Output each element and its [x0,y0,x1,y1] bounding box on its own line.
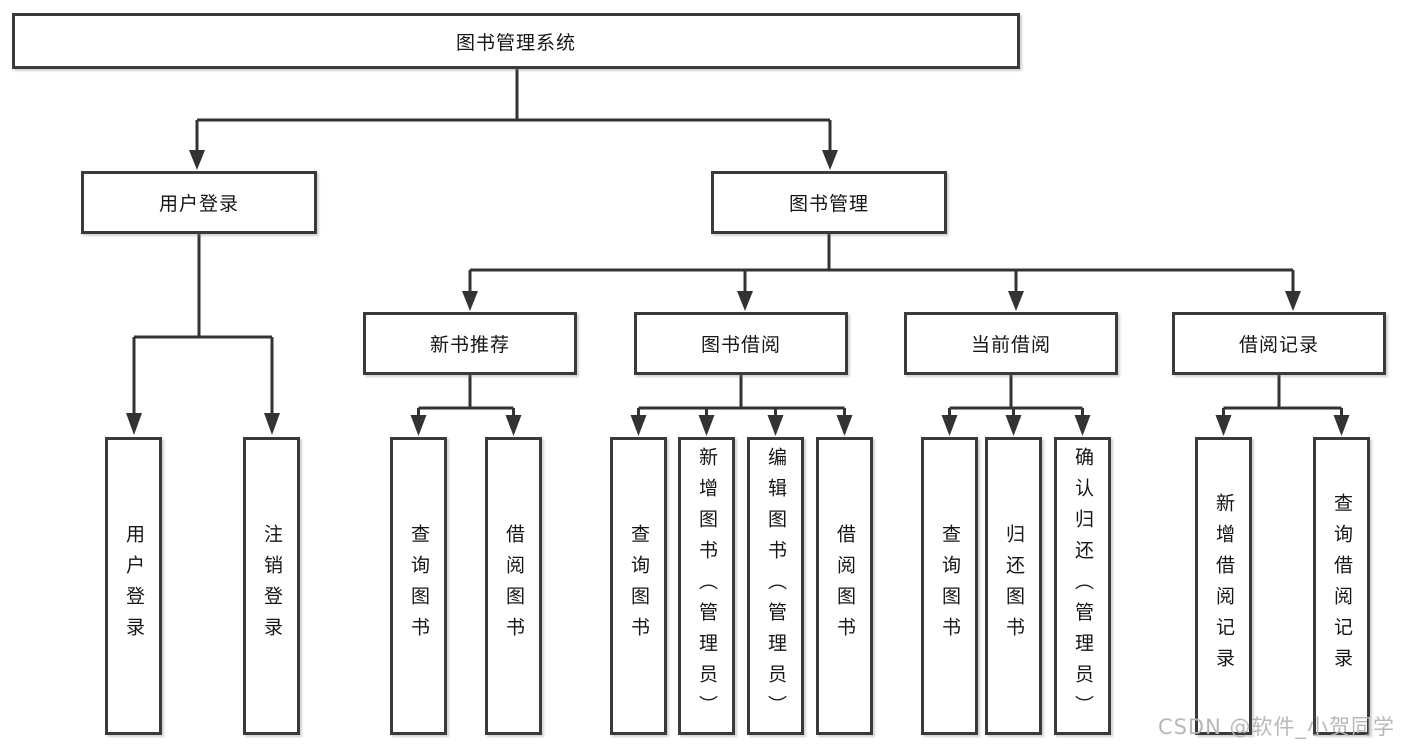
node-label: 查询图书 [408,524,430,648]
leaf-add-borrow-record: 新增借阅记录 [1195,437,1252,735]
node-label: 借阅图书 [503,524,525,648]
leaf-query-borrow-record: 查询借阅记录 [1313,437,1370,735]
node-label: 确认归还（管理员） [1072,446,1094,726]
node-label: 归还图书 [1003,524,1025,648]
node-label: 注销登录 [261,524,283,648]
node-label: 新书推荐 [429,334,510,356]
node-book-borrow: 图书借阅 [634,312,848,375]
leaf-query-book-2: 查询图书 [610,437,667,735]
leaf-edit-book-admin: 编辑图书（管理员） [747,437,804,735]
node-new-book-recommend: 新书推荐 [363,312,577,375]
node-user-login: 用户登录 [81,171,317,234]
node-label: 用户登录 [123,524,145,648]
node-label: 查询图书 [628,524,650,648]
leaf-confirm-return-admin: 确认归还（管理员） [1054,437,1111,735]
leaf-borrow-book-2: 借阅图书 [816,437,873,735]
node-label: 借阅图书 [834,524,856,648]
node-label: 新增借阅记录 [1213,493,1235,679]
leaf-query-book-3: 查询图书 [921,437,978,735]
leaf-query-book-1: 查询图书 [390,437,447,735]
leaf-borrow-book-1: 借阅图书 [485,437,542,735]
node-label: 查询借阅记录 [1331,493,1353,679]
node-label: 当前借阅 [970,334,1051,356]
node-current-borrow: 当前借阅 [904,312,1118,375]
arrowhead-icons [126,150,1350,436]
leaf-add-book-admin: 新增图书（管理员） [678,437,735,735]
leaf-logout: 注销登录 [243,437,300,735]
node-label: 查询图书 [939,524,961,648]
leaf-user-login: 用户登录 [105,437,162,735]
node-label: 编辑图书（管理员） [765,446,787,726]
node-borrow-records: 借阅记录 [1172,312,1386,375]
node-label: 图书借阅 [700,334,781,356]
node-label: 新增图书（管理员） [696,446,718,726]
node-label: 借阅记录 [1238,334,1319,356]
node-root: 图书管理系统 [12,13,1020,69]
leaf-return-book: 归还图书 [985,437,1042,735]
node-book-management: 图书管理 [711,171,947,234]
node-label: 用户登录 [158,193,239,215]
node-label: 图书管理系统 [455,31,576,54]
node-label: 图书管理 [788,193,869,215]
